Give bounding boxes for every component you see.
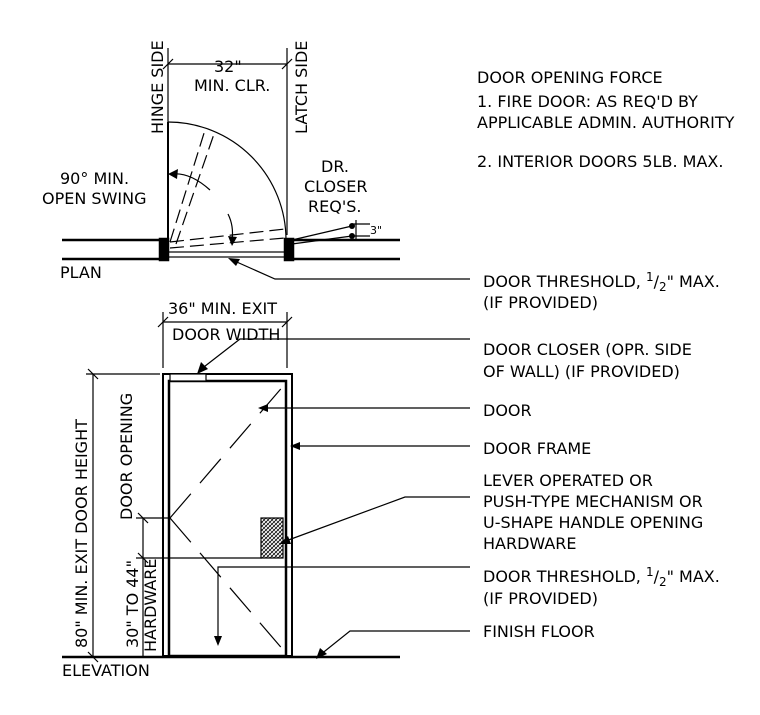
elevation-swing-lines xyxy=(169,383,286,653)
elevation-hardware-height-1: 30" TO 44" xyxy=(123,560,142,648)
elevation-hardware-dimension xyxy=(136,512,262,657)
notes-item1-line1: 1. FIRE DOOR: AS REQ'D BY xyxy=(477,92,698,111)
plan-door-dashed-positions xyxy=(169,129,286,249)
plan-clear-width: 32" xyxy=(214,57,242,76)
elevation-view: 36" MIN. EXIT DOOR WIDTH ELEVATION 80" M… xyxy=(62,299,400,680)
notes-block: DOOR OPENING FORCE 1. FIRE DOOR: AS REQ'… xyxy=(477,68,735,171)
elevation-door-frame xyxy=(162,373,293,657)
callout-door: DOOR xyxy=(483,401,532,420)
plan-clear-dimension xyxy=(162,48,293,235)
notes-item1-line2: APPLICABLE ADMIN. AUTHORITY xyxy=(477,113,735,132)
elevation-width-dimension xyxy=(157,312,293,368)
plan-hinge-side: HINGE SIDE xyxy=(148,40,167,134)
plan-closer-label-1: DR. xyxy=(321,157,349,176)
plan-wall-left xyxy=(62,237,170,262)
elevation-height-label: 80" MIN. EXIT DOOR HEIGHT xyxy=(72,419,91,648)
notes-title: DOOR OPENING FORCE xyxy=(477,68,663,87)
callout-hardware-line4: HARDWARE xyxy=(483,534,577,553)
plan-swing-label-2: OPEN SWING xyxy=(42,189,146,208)
plan-closer-label-3: REQ'S. xyxy=(308,197,361,216)
plan-wall-right xyxy=(283,237,400,262)
plan-closer-arm xyxy=(291,220,370,245)
callouts: DOOR THRESHOLD, 1/2" MAX. (IF PROVIDED) … xyxy=(197,258,720,659)
elevation-hardware-height-2: HARDWARE xyxy=(141,558,160,652)
elevation-width-line1: 36" MIN. EXIT xyxy=(168,299,277,318)
callout-frame: DOOR FRAME xyxy=(483,439,591,458)
elevation-height-dimension xyxy=(86,368,160,663)
elevation-closer xyxy=(169,373,207,382)
plan-latch-side: LATCH SIDE xyxy=(292,41,311,134)
elevation-width-line2: DOOR WIDTH xyxy=(172,325,280,344)
plan-closer-label-2: CLOSER xyxy=(304,177,368,196)
plan-threshold xyxy=(167,251,286,258)
plan-label: PLAN xyxy=(60,263,102,282)
elevation-label: ELEVATION xyxy=(62,661,150,680)
callout-threshold-bottom-line2: (IF PROVIDED) xyxy=(483,589,598,608)
elevation-hardware xyxy=(260,517,284,559)
callout-threshold-bottom: DOOR THRESHOLD, 1/2" MAX. xyxy=(483,565,720,589)
callout-hardware-line1: LEVER OPERATED OR xyxy=(483,471,653,490)
plan-closer-dim: 3" xyxy=(370,224,382,237)
plan-swing-label-1: 90° MIN. xyxy=(60,169,129,188)
plan-swing-arc xyxy=(167,121,287,241)
callout-floor: FINISH FLOOR xyxy=(483,622,595,641)
notes-item2: 2. INTERIOR DOORS 5LB. MAX. xyxy=(477,152,723,171)
callout-closer-line1: DOOR CLOSER (OPR. SIDE xyxy=(483,340,692,359)
callout-threshold-top: DOOR THRESHOLD, 1/2" MAX. xyxy=(483,270,720,294)
callout-hardware-line2: PUSH-TYPE MECHANISM OR xyxy=(483,492,703,511)
callout-closer-line2: OF WALL) (IF PROVIDED) xyxy=(483,362,680,381)
plan-min-clr: MIN. CLR. xyxy=(194,76,270,95)
plan-view: 32" MIN. CLR. HINGE SIDE LATCH SIDE 90° … xyxy=(42,40,400,282)
elevation-opening-label: DOOR OPENING xyxy=(117,393,136,520)
callout-hardware-line3: U-SHAPE HANDLE OPENING xyxy=(483,513,703,532)
callout-threshold-top-line2: (IF PROVIDED) xyxy=(483,293,598,312)
